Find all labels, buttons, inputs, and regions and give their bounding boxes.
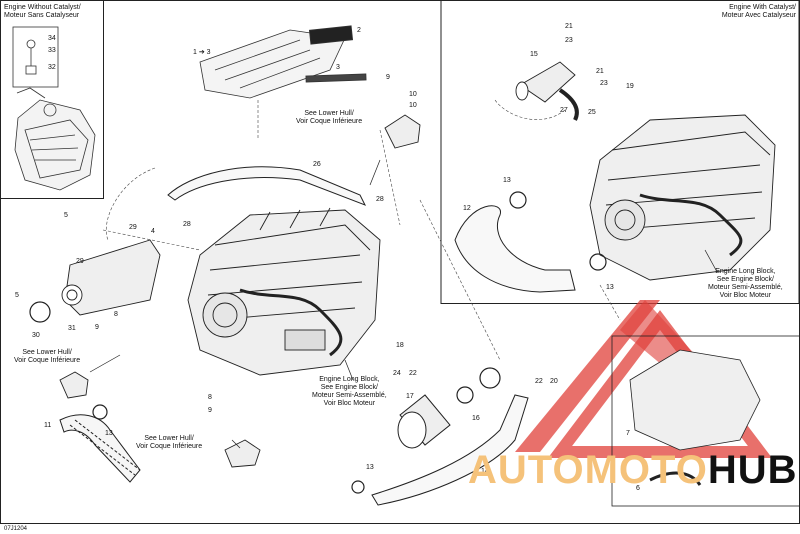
part-13a: 13 <box>503 177 511 184</box>
main-engine <box>187 207 381 376</box>
part-7: 7 <box>626 430 630 437</box>
right-inset-frame <box>440 0 800 304</box>
part-14: 14 <box>481 468 489 475</box>
part-12: 12 <box>463 205 471 212</box>
part-34: 34 <box>48 35 56 42</box>
part-6: 6 <box>636 485 640 492</box>
callout-engine-center: Engine Long Block, See Engine Block/ Mot… <box>312 376 387 407</box>
callout-hull-bottom: See Lower Hull/ Voir Coque Inférieure <box>136 435 203 450</box>
part-31: 31 <box>68 325 76 332</box>
watermark-hub: HUB <box>707 448 798 492</box>
part-21b: 21 <box>596 68 604 75</box>
part-33: 33 <box>48 47 56 54</box>
leader-lines <box>102 99 621 361</box>
part-30: 30 <box>32 332 40 339</box>
part-21a: 21 <box>565 23 573 30</box>
diagram-code: 07J1204 <box>4 526 28 532</box>
muffler <box>397 394 451 449</box>
part-20: 20 <box>550 378 558 385</box>
part-13b: 13 <box>606 284 614 291</box>
part-10b: 10 <box>409 102 417 109</box>
part-11: 11 <box>44 422 52 429</box>
left-inset-engine <box>12 26 96 191</box>
part-23b: 23 <box>600 80 608 87</box>
part-29b: 29 <box>76 258 84 265</box>
clamps <box>29 191 607 494</box>
callout-arrows <box>89 159 717 449</box>
exhaust-hose-11 <box>59 414 141 483</box>
part-4: 4 <box>151 228 155 235</box>
part-28a: 28 <box>183 221 191 228</box>
callout-engine-right: Engine Long Block, See Engine Block/ Mot… <box>708 268 783 299</box>
part-25: 25 <box>588 109 596 116</box>
part-27: 27 <box>560 107 568 114</box>
callout-hull-left: See Lower Hull/ Voir Coque Inférieure <box>14 349 81 364</box>
part-22b: 22 <box>535 378 543 385</box>
part-9b: 9 <box>208 407 212 414</box>
part-arrow-1-3: 1 ➔ 3 <box>193 49 211 56</box>
part-29a: 29 <box>129 224 137 231</box>
part-9c: 9 <box>386 74 390 81</box>
exhaust-pipe-12 <box>454 205 576 293</box>
part-24: 24 <box>393 370 401 377</box>
part-22a: 22 <box>409 370 417 377</box>
part-10a: 10 <box>409 91 417 98</box>
catalyst-engine <box>589 114 776 281</box>
hose-26 <box>167 166 367 206</box>
part-13c: 13 <box>105 430 113 437</box>
watermark-automoto: AUTOMOTO <box>468 448 708 492</box>
part-17: 17 <box>406 393 414 400</box>
part-32: 32 <box>48 64 56 71</box>
lower-right-inset <box>611 335 800 507</box>
engine-mounts <box>59 114 421 468</box>
part-8a: 8 <box>114 311 118 318</box>
callout-hull-top: See Lower Hull/ Voir Coque Inférieure <box>296 110 363 125</box>
part-16: 16 <box>472 415 480 422</box>
exhaust-manifold <box>61 239 161 316</box>
part-9a: 9 <box>95 324 99 331</box>
part-8b: 8 <box>208 394 212 401</box>
part-28b: 28 <box>376 196 384 203</box>
left-inset-frame <box>0 0 104 199</box>
right-inset-title: Engine With Catalyst/ Moteur Avec Cataly… <box>721 4 796 19</box>
part-2: 2 <box>357 27 361 34</box>
part-3: 3 <box>336 64 340 71</box>
part-5a: 5 <box>64 212 68 219</box>
part-23a: 23 <box>565 37 573 44</box>
part-19: 19 <box>626 83 634 90</box>
watermark-text: AUTOMOTOHUB <box>468 448 798 493</box>
part-13d: 13 <box>366 464 374 471</box>
water-pipe-14 <box>371 394 529 506</box>
part-5b: 5 <box>15 292 19 299</box>
catalyst-unit <box>515 61 579 121</box>
intake-cover <box>199 25 367 99</box>
part-18: 18 <box>396 342 404 349</box>
left-inset-title: Engine Without Catalyst/ Moteur Sans Cat… <box>4 4 81 19</box>
part-15: 15 <box>530 51 538 58</box>
part-26: 26 <box>313 161 321 168</box>
